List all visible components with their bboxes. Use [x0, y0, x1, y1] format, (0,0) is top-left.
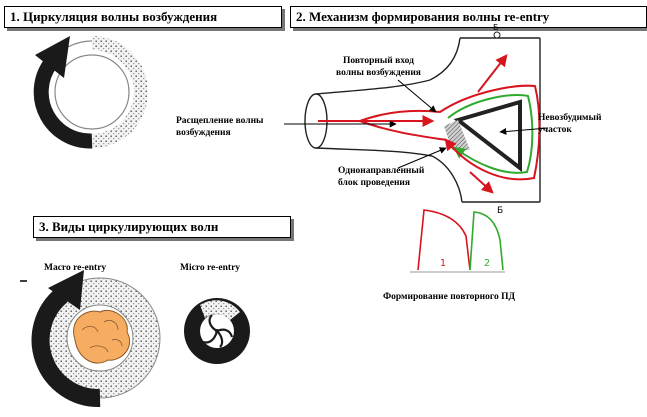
macro-reentry-figure — [20, 270, 161, 408]
action-potential-red — [417, 209, 471, 271]
action-potential-green — [469, 211, 504, 271]
label-pointers — [284, 79, 549, 169]
label-block-line1: Однонаправленный — [338, 166, 425, 176]
label-nonexcitable-line1: Невозбудимый — [538, 113, 602, 123]
micro-reentry-figure — [184, 298, 250, 364]
macro-reentry-label: Macro re-entry — [44, 263, 107, 273]
label-block-line2: блок проведения — [338, 178, 411, 188]
label-reentry: Повторный вход волны возбуждения — [336, 55, 421, 79]
reentry-loop-green — [447, 94, 534, 174]
label-unidirectional-block: Однонаправленный блок проведения — [338, 165, 424, 189]
caption-repeated-ap: Формирование повторного ПД — [383, 292, 516, 302]
label-reentry-line1: Повторный вход — [343, 56, 414, 66]
micro-reentry-label: Micro re-entry — [180, 263, 241, 273]
wave-front-arrow — [33, 59, 93, 149]
section-1-title: 1. Циркуляция волны возбуждения — [4, 6, 282, 28]
label-split-line1: Расщепление волны — [176, 116, 264, 126]
orange-obstacle — [73, 310, 131, 364]
circulation-ring — [33, 36, 148, 149]
section-3-title: 3. Виды циркулирующих волн — [33, 216, 291, 238]
wave-label-2: 2 — [484, 258, 491, 269]
label-wave-split: Расщепление волны возбуждения — [176, 115, 263, 139]
action-potential-plot — [410, 209, 505, 273]
wave-label-1: 1 — [440, 258, 447, 269]
section-2-title: 2. Механизм формирования волны re-entry — [290, 6, 647, 28]
fiber-branch — [304, 31, 541, 203]
label-split-line2: возбуждения — [176, 128, 231, 138]
label-non-excitable: Невозбудимый участок — [538, 112, 601, 136]
label-reentry-line2: волны возбуждения — [336, 68, 421, 78]
label-b: Б — [497, 206, 504, 216]
label-b-top: Б — [493, 23, 499, 32]
label-nonexcitable-line2: участок — [538, 125, 572, 135]
